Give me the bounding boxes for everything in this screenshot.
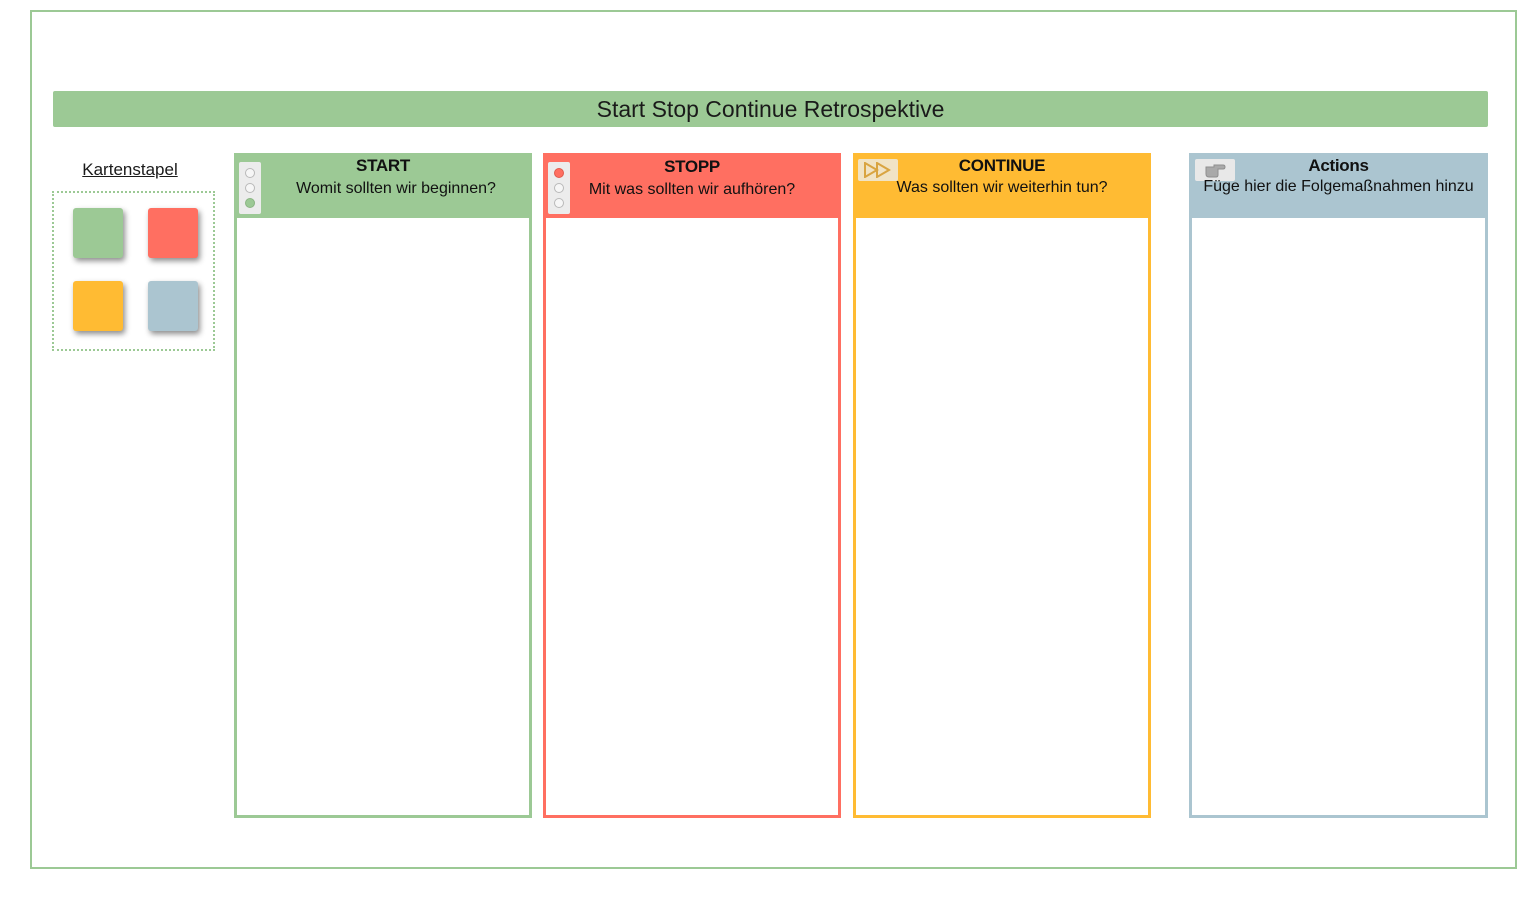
column-actions[interactable]: Actions Füge hier die Folgemaßnahmen hin… xyxy=(1189,153,1488,818)
yellow-card[interactable] xyxy=(73,281,123,331)
card-stack xyxy=(52,191,215,351)
fast-forward-icon-box xyxy=(858,159,898,181)
traffic-light-red-icon xyxy=(548,162,570,214)
column-actions-header: Actions Füge hier die Folgemaßnahmen hin… xyxy=(1192,156,1485,218)
column-start[interactable]: START Womit sollten wir beginnen? xyxy=(234,153,532,818)
column-stopp-header: STOPP Mit was sollten wir aufhören? xyxy=(546,156,838,218)
lamp-bottom xyxy=(554,198,564,208)
column-start-title: START xyxy=(356,156,410,175)
lamp-top xyxy=(554,168,564,178)
pointing-hand-icon xyxy=(1205,164,1226,178)
column-continue-header: CONTINUE Was sollten wir weiterhin tun? xyxy=(856,156,1148,218)
column-actions-title: Actions xyxy=(1308,156,1369,175)
lamp-top xyxy=(245,168,255,178)
column-stopp-subtitle: Mit was sollten wir aufhören? xyxy=(588,181,796,198)
board-title: Start Stop Continue Retrospektive xyxy=(596,95,945,122)
card-stack-label: Kartenstapel xyxy=(82,160,178,179)
traffic-light-green-icon xyxy=(239,162,261,214)
column-actions-subtitle: Füge hier die Folgemaßnahmen hinzu xyxy=(1203,178,1474,195)
column-continue[interactable]: CONTINUE Was sollten wir weiterhin tun? xyxy=(853,153,1151,818)
blue-card[interactable] xyxy=(148,281,198,331)
column-stopp[interactable]: STOPP Mit was sollten wir aufhören? xyxy=(543,153,841,818)
lamp-middle xyxy=(245,183,255,193)
board-frame xyxy=(30,10,1517,869)
column-start-subtitle: Womit sollten wir beginnen? xyxy=(296,180,496,197)
column-start-header: START Womit sollten wir beginnen? xyxy=(237,156,529,218)
red-card[interactable] xyxy=(148,208,198,258)
column-continue-title: CONTINUE xyxy=(958,156,1046,175)
fast-forward-icon xyxy=(864,162,891,178)
lamp-middle xyxy=(554,183,564,193)
lamp-bottom xyxy=(245,198,255,208)
board-title-bar: Start Stop Continue Retrospektive xyxy=(53,91,1488,127)
green-card[interactable] xyxy=(73,208,123,258)
column-stopp-title: STOPP xyxy=(664,157,720,176)
column-continue-subtitle: Was sollten wir weiterhin tun? xyxy=(896,179,1108,196)
pointing-hand-icon-box xyxy=(1195,159,1235,181)
